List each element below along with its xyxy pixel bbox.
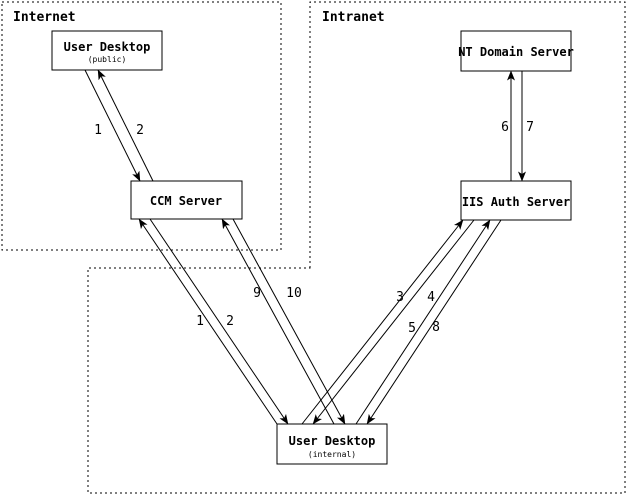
user-desktop-internal-title: User Desktop [289,434,376,448]
intranet-zone-label: Intranet [322,10,385,25]
node-nt-domain-server: NT Domain Server [458,30,574,72]
flow-line-3-internal-to-iis [301,219,464,425]
user-desktop-internal-box [276,423,388,465]
flow-label-1-internal: 1 [196,314,204,329]
user-desktop-public-box [51,30,163,71]
flow-line-2-ccm-to-internal [149,218,289,425]
internet-zone-outline [1,1,282,251]
flow-line-1-public-to-ccm [84,69,141,182]
flow-line-2-ccm-to-public [97,69,154,182]
flow-label-4: 4 [427,290,435,305]
flow-label-2-internal: 2 [226,314,234,329]
flow-line-10-ccm-to-internal [232,218,346,425]
internet-zone-label: Internet [13,10,76,25]
user-desktop-public-subtitle: (public) [88,55,127,64]
node-ccm-server: CCM Server [130,180,243,220]
flow-label-7: 7 [526,120,534,135]
ccm-server-box [130,180,243,220]
user-desktop-public-title: User Desktop [64,40,151,54]
flow-label-9: 9 [253,286,261,301]
flow-line-8-iis-to-internal [366,219,502,425]
iis-auth-server-box [460,180,572,221]
flow-label-3: 3 [396,290,404,305]
flow-label-1-public: 1 [94,123,102,138]
flow-line-5-internal-to-iis [355,219,491,425]
user-desktop-internal-subtitle: (internal) [308,450,356,459]
flow-line-9-internal-to-ccm [221,218,335,425]
flow-label-2-public: 2 [136,123,144,138]
nt-domain-server-title: NT Domain Server [458,45,574,59]
node-user-desktop-internal: User Desktop (internal) [276,423,388,465]
nt-domain-server-box [460,30,572,72]
iis-auth-server-title: IIS Auth Server [462,195,570,209]
intranet-zone-outline [87,1,626,494]
flow-label-10: 10 [286,286,302,301]
flow-line-4-iis-to-internal [312,219,475,425]
node-user-desktop-public: User Desktop (public) [51,30,163,71]
flow-label-6: 6 [501,120,509,135]
node-iis-auth-server: IIS Auth Server [460,180,572,221]
flow-line-1-internal-to-ccm [138,218,278,425]
ccm-server-title: CCM Server [150,194,222,208]
flow-label-5: 5 [408,321,416,336]
flow-label-8: 8 [432,320,440,335]
